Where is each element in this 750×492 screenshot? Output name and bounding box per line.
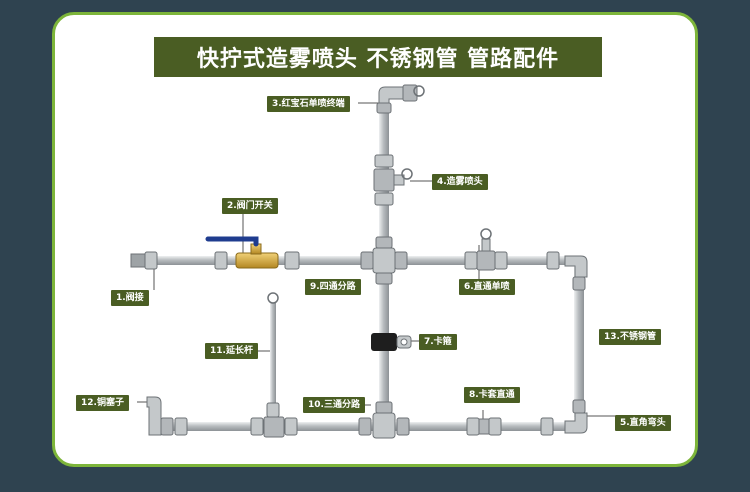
mist-nozzle-fitting <box>373 154 413 206</box>
label-ruby-nozzle-end: 3.红宝石单喷终端 <box>267 96 350 112</box>
pipe-top-horizontal <box>135 256 577 265</box>
label-extension-rod: 11.延长杆 <box>205 343 258 359</box>
extension-rod-pipe <box>270 303 276 421</box>
elbow-top-right <box>564 255 588 291</box>
pipe-right-vertical <box>574 267 584 417</box>
label-sleeve-straight-coupling: 8.卡套直通 <box>464 387 520 403</box>
extension-rod-fittings <box>250 292 298 438</box>
label-valve-switch: 2.阀门开关 <box>222 198 278 214</box>
four-way-tee <box>360 236 408 285</box>
label-stainless-pipe: 13.不锈钢管 <box>599 329 661 345</box>
valve-connector-fitting <box>130 251 228 270</box>
diagram-card: 快拧式造雾喷头 不锈钢管 管路配件 <box>52 12 698 467</box>
label-mist-nozzle: 4.造雾喷头 <box>432 174 488 190</box>
label-valve-connector: 1.阀接 <box>111 290 149 306</box>
sleeve-straight-coupling <box>466 417 554 436</box>
pipe-clamp <box>371 333 412 351</box>
label-straight-single-nozzle: 6.直通单喷 <box>459 279 515 295</box>
label-clamp: 7.卡箍 <box>419 334 457 350</box>
copper-plug <box>146 396 188 436</box>
three-way-tee <box>358 401 410 439</box>
ruby-nozzle-end-elbow <box>376 84 425 114</box>
label-copper-plug: 12.铜塞子 <box>76 395 129 411</box>
page-title: 快拧式造雾喷头 不锈钢管 管路配件 <box>154 37 602 77</box>
label-elbow-fitting: 5.直角弯头 <box>615 415 671 431</box>
label-three-way-tee: 10.三通分路 <box>303 397 365 413</box>
elbow-bottom-right <box>564 399 588 434</box>
straight-single-nozzle <box>464 228 560 271</box>
pipe-diagram <box>130 84 615 439</box>
brass-valve <box>205 236 300 270</box>
label-four-way-tee: 9.四通分路 <box>305 279 361 295</box>
